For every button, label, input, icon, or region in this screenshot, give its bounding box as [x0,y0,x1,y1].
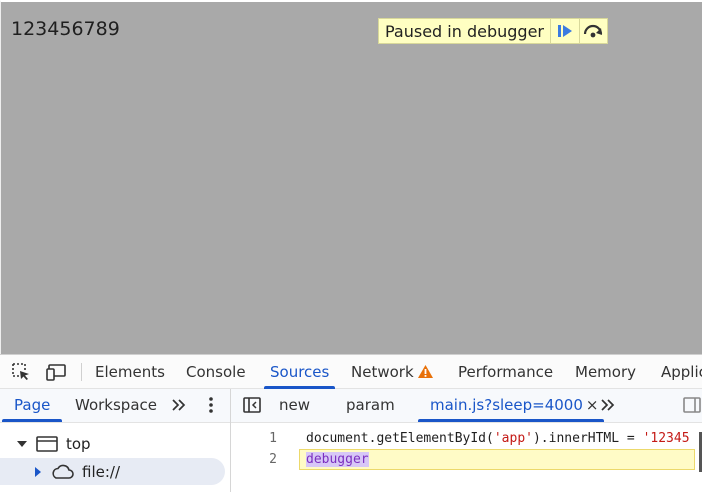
code-text: debugger [306,449,369,470]
tab-page[interactable]: Page [1,389,63,422]
toolbar-divider [81,363,82,381]
more-file-tabs-button[interactable] [597,395,619,415]
tree-item-label: file:// [82,462,121,481]
toggle-debugger-sidebar-button[interactable] [681,395,702,415]
paused-label: Paused in debugger [385,21,544,41]
code-token: document.getElementById( [306,431,494,446]
file-tab-new[interactable]: new [279,396,311,414]
tab-workspace[interactable]: Workspace [75,396,157,414]
chevron-double-right-icon [601,399,615,411]
paused-in-debugger-overlay: Paused in debugger [378,18,608,44]
code-editor[interactable]: 1 document.getElementById('app').innerHT… [231,424,702,492]
code-string: 'app' [493,431,533,446]
app-content: 123456789 [11,18,120,40]
tab-sources[interactable]: Sources [263,355,336,389]
execution-line-highlight [299,449,695,470]
file-tab-label: main.js?sleep=4000 [430,396,583,414]
tab-performance[interactable]: Performance [458,363,554,381]
tab-memory[interactable]: Memory [575,363,637,381]
device-toolbar-icon [46,364,66,381]
tab-network-label: Network [351,363,414,381]
triangle-right-icon [35,466,41,477]
line-number[interactable]: 2 [269,452,277,467]
code-line-2: 2 debugger [231,449,702,470]
triangle-down-icon [17,440,27,447]
tree-item-file[interactable]: file:// [0,458,225,485]
resume-button[interactable] [550,19,579,43]
pane-divider[interactable] [230,389,231,492]
navigator-tree: top file:// [0,424,230,492]
step-over-button[interactable] [578,19,608,43]
code-keyword: debugger [306,452,369,467]
more-tabs-button[interactable] [168,395,190,415]
file-tab-param[interactable]: param [346,396,395,414]
devtools-panel: Elements Console Sources Network Perform… [0,354,702,492]
page-viewport: 123456789 Paused in debugger [0,0,702,354]
step-over-icon [584,24,603,38]
sidebar-right-icon [683,397,701,413]
sidebar-toggle-icon [243,397,261,413]
cloud-icon [52,464,74,479]
resume-icon [557,25,572,37]
tab-network[interactable]: Network [351,355,434,389]
tree-item-top[interactable]: top [0,430,230,457]
more-vert-icon [209,397,213,413]
code-string: '12345 [642,431,690,446]
inspect-element-icon [12,363,29,380]
devtools-main-toolbar: Elements Console Sources Network Perform… [0,355,702,389]
tab-application[interactable]: Applic [661,363,702,381]
frame-icon [36,435,58,452]
tab-elements[interactable]: Elements [95,363,165,381]
code-token: ).innerHTML = [532,431,643,446]
toggle-navigator-button[interactable] [241,395,263,415]
device-toolbar-button[interactable] [46,362,68,382]
tree-item-label: top [66,434,91,453]
navigator-menu-button[interactable] [200,395,222,415]
code-text: document.getElementById('app').innerHTML… [306,428,690,449]
sources-toolbar: Page Workspace new param main.js?sleep=4 [0,389,702,423]
editor-scrollbar[interactable] [699,432,702,472]
inspect-element-button[interactable] [10,362,32,382]
warning-icon [417,365,433,378]
chevron-double-right-icon [172,399,186,411]
code-line-1: 1 document.getElementById('app').innerHT… [231,428,702,449]
close-icon[interactable]: × [585,396,599,414]
file-tab-main-js[interactable]: main.js?sleep=4000× [417,389,605,422]
tab-console[interactable]: Console [186,363,246,381]
line-number[interactable]: 1 [269,431,277,446]
